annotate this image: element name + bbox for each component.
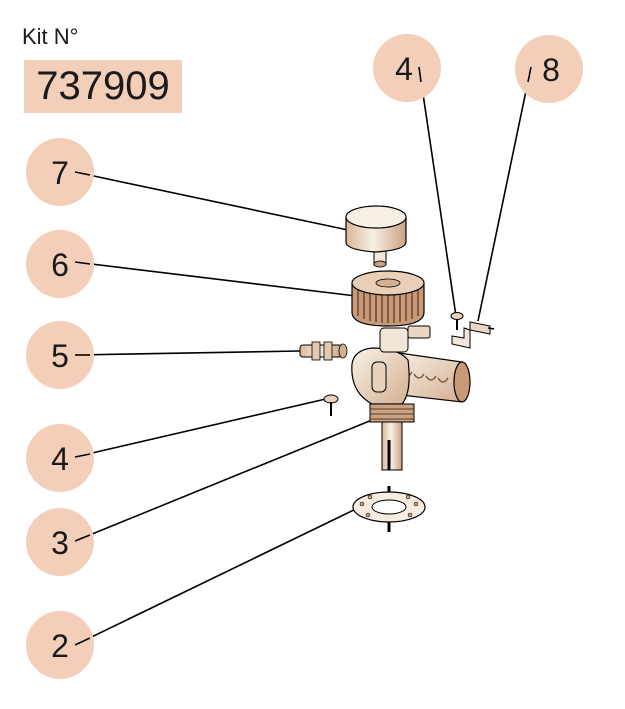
handwheel-part: [351, 270, 425, 327]
callout-label-6: 6: [51, 247, 69, 283]
callout-5: 5: [26, 321, 94, 389]
screw-part-left: [323, 394, 339, 416]
hose-connector-part: [299, 341, 348, 361]
leader-tips: [74, 66, 532, 646]
bracket-part: [451, 321, 495, 349]
gasket-part: [352, 491, 426, 523]
callout-4-top: 4: [373, 34, 441, 102]
callout-label-8: 8: [542, 52, 560, 88]
callout-label-4-left: 4: [51, 441, 69, 477]
kit-number: 737909: [36, 64, 170, 108]
callout-6: 6: [26, 230, 94, 298]
leader-line-5: [74, 350, 301, 356]
leader-line-4-left: [74, 397, 331, 458]
leader-line-6: [74, 261, 357, 297]
leader-lines: [74, 66, 532, 646]
leader-line-8: [477, 66, 532, 322]
valve-body-part: [351, 325, 471, 532]
leader-line-7: [74, 171, 349, 231]
leader-line-3: [74, 419, 373, 542]
leader-line-2: [74, 506, 361, 646]
callout-label-4-top: 4: [395, 51, 413, 87]
callout-3: 3: [26, 508, 94, 576]
callout-label-5: 5: [51, 338, 69, 374]
leader-line-4-top: [418, 66, 457, 317]
callout-2: 2: [26, 611, 94, 679]
kit-label: Kit N°: [22, 24, 79, 49]
callout-label-3: 3: [51, 525, 69, 561]
screw-part-top: [450, 312, 464, 330]
callout-8: 8: [515, 35, 583, 103]
callout-label-2: 2: [51, 628, 69, 664]
kit-number-box: 737909: [24, 60, 182, 113]
cap-part: [345, 205, 407, 268]
callouts: 7 6 5 4 3 2 4 8: [26, 34, 583, 679]
callout-7: 7: [26, 138, 94, 206]
callout-label-7: 7: [51, 155, 69, 191]
callout-4-left: 4: [26, 424, 94, 492]
